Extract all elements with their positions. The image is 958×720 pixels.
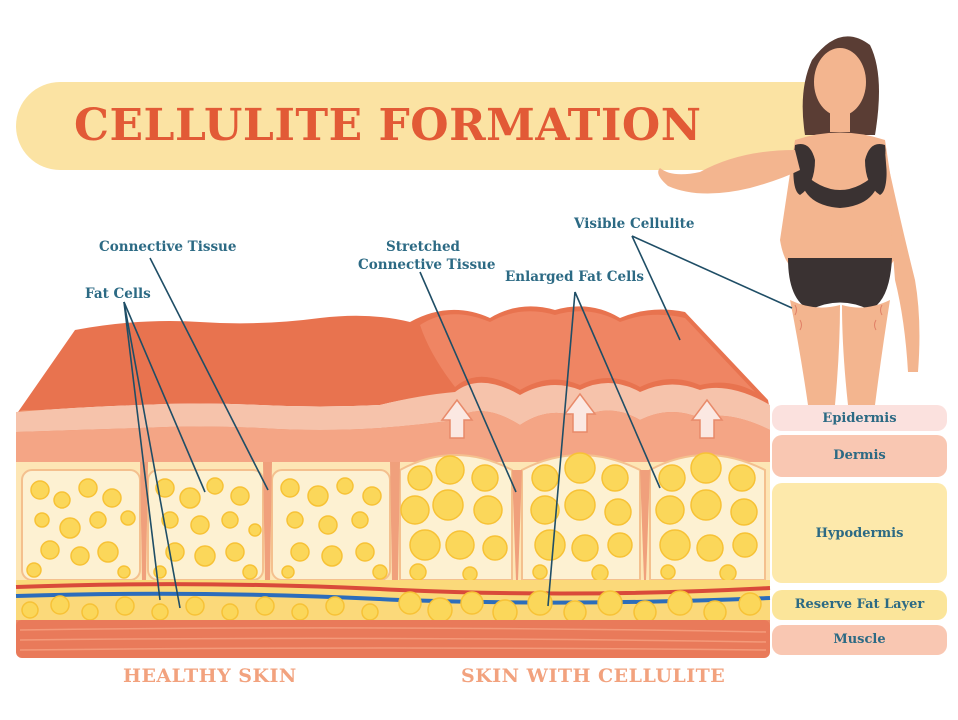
layer-label-epidermis: Epidermis — [822, 411, 897, 426]
label-enlarged-fat-cells: Enlarged Fat Cells — [505, 269, 644, 285]
label-stretched-connective-tissue: Stretched Connective Tissue — [358, 238, 496, 274]
label-visible-cellulite: Visible Cellulite — [574, 216, 695, 232]
label-stretched-line2: Connective Tissue — [358, 257, 496, 273]
layer-label-reserve-fat-layer: Reserve Fat Layer — [794, 597, 925, 612]
woman-figure — [658, 36, 920, 405]
leader-lines — [123, 235, 793, 609]
reserve-fat-band — [772, 590, 947, 620]
label-stretched-line1: Stretched — [386, 239, 460, 255]
layer-label-muscle: Muscle — [833, 632, 886, 647]
healthy-fat-cells — [26, 477, 388, 580]
label-healthy-skin: HEALTHY SKIN — [123, 665, 297, 687]
upward-arrows — [440, 392, 724, 439]
title-banner — [16, 82, 858, 170]
page-title: CELLULITE FORMATION — [74, 100, 702, 151]
label-skin-with-cellulite: SKIN WITH CELLULITE — [461, 665, 726, 687]
label-fat-cells: Fat Cells — [85, 286, 151, 302]
muscle-band — [772, 625, 947, 655]
epidermis-band — [772, 405, 947, 431]
reserve-fat-cells — [21, 590, 762, 625]
connective-septa — [140, 462, 650, 580]
muscle-fibers — [19, 627, 767, 651]
layer-label-hypodermis: Hypodermis — [815, 526, 904, 541]
red-vessel — [15, 582, 771, 596]
layer-label-dermis: Dermis — [833, 448, 886, 463]
enlarged-fat-cells — [400, 452, 758, 582]
label-connective-tissue: Connective Tissue — [99, 239, 237, 255]
skin-top-highlight — [420, 311, 755, 392]
dermis-band — [772, 435, 947, 477]
hypodermis-band — [772, 483, 947, 583]
